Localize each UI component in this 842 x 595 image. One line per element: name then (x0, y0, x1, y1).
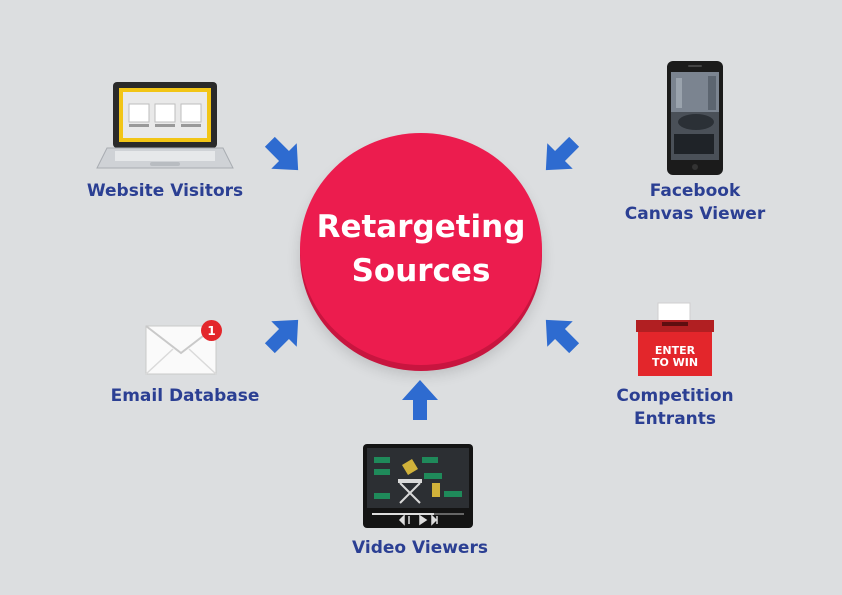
ballot-box-icon (636, 302, 714, 376)
laptop-icon (96, 82, 234, 169)
arrow-icon (264, 319, 299, 354)
label-email-database: Email Database (110, 386, 260, 406)
video-player-icon (363, 444, 473, 528)
notification-badge: 1 (201, 320, 222, 341)
center-circle: Retargeting Sources (300, 133, 542, 365)
center-title: Retargeting Sources (316, 209, 526, 289)
arrow-icon (264, 136, 299, 171)
label-facebook-canvas-viewer: Facebook Canvas Viewer (624, 181, 766, 224)
phone-icon (667, 61, 723, 175)
arrow-icon (545, 136, 580, 171)
label-website-visitors: Website Visitors (86, 181, 244, 201)
label-competition-entrants: Competition Entrants (616, 386, 734, 429)
arrow-icon (402, 380, 438, 420)
label-video-viewers: Video Viewers (352, 538, 488, 558)
arrow-icon (545, 319, 580, 354)
ballot-box-text: ENTER TO WIN (651, 344, 699, 369)
